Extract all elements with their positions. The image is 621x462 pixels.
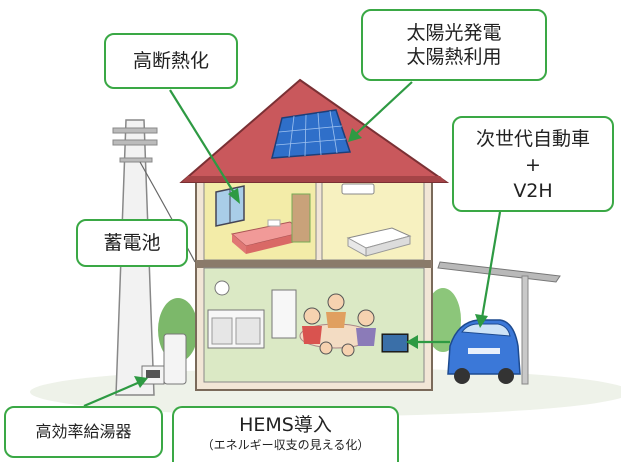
roof-band [182, 176, 446, 182]
callout-solar-line1: 太陽光発電 [406, 22, 502, 44]
callout-water-heater: 高効率給湯器 [4, 406, 163, 458]
arrow-ev [480, 211, 502, 319]
arrow-ev-head [475, 314, 488, 328]
car-icon [447, 319, 521, 384]
kitchen-icon [207, 280, 297, 349]
water-heater-icon [141, 333, 187, 385]
window-icon [215, 185, 245, 227]
callout-high-insulation: 高断熱化 [104, 33, 238, 89]
bed-icon [230, 219, 306, 254]
callout-hems: HEMS導入 （エネルギー収支の見える化） [172, 406, 399, 462]
callout-storage-battery: 蓄電池 [76, 219, 188, 267]
callout-ev-line3: V2H [513, 180, 553, 202]
callout-hems-subtitle: （エネルギー収支の見える化） [201, 438, 370, 452]
arrow-insulation-head [228, 188, 240, 204]
callout-solar-line2: 太陽熱利用 [406, 46, 502, 68]
family-at-table [299, 293, 376, 357]
arrow-solar [355, 81, 413, 135]
monitor-screen [383, 335, 407, 351]
carport [437, 261, 561, 385]
arrow-water-heater-head [134, 376, 148, 388]
callout-high-insulation-label: 高断熱化 [132, 50, 209, 72]
arrows [83, 81, 502, 408]
arrow-insulation [169, 89, 237, 197]
arrow-water-heater [83, 380, 141, 408]
callout-water-heater-label: 高効率給湯器 [35, 422, 132, 441]
callout-ev-line2: + [525, 154, 541, 176]
door [291, 193, 311, 243]
callout-storage-battery-label: 蓄電池 [103, 232, 161, 254]
callout-hems-title: HEMS導入 [239, 414, 332, 436]
callout-solar: 太陽光発電 太陽熱利用 [361, 9, 547, 81]
bed-icon [346, 227, 412, 257]
callout-next-gen-vehicle: 次世代自動車 + V2H [452, 116, 614, 212]
solar-panel-icon [271, 109, 352, 159]
arrow-solar-head [348, 128, 362, 142]
arrow-hems-head [406, 335, 418, 349]
floor-divider [196, 260, 432, 268]
air-conditioner-icon [341, 183, 375, 195]
callout-ev-line1: 次世代自動車 [475, 128, 590, 150]
tree-right [425, 288, 461, 352]
